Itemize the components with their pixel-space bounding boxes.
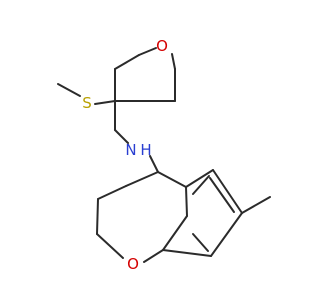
atom-nitrogen: N <box>125 141 136 159</box>
bond-c8-methyl <box>241 196 271 214</box>
atom-hydrogen: H <box>140 141 151 159</box>
bond-c5-c5a <box>157 171 187 188</box>
bond-c6-c5a <box>185 169 214 188</box>
bond-thp-c3a-c2a <box>114 54 140 70</box>
bond-c5-c4 <box>125 171 159 187</box>
structure-canvas: O S N H O <box>57 37 271 273</box>
bond-s-methyl <box>57 83 81 97</box>
bond-thp-c2a-o <box>138 47 157 56</box>
bond-c7-c6 <box>212 169 243 214</box>
bond-aromatic-inner-3 <box>192 233 209 252</box>
bond-aromatic-inner-2 <box>209 177 235 213</box>
atom-oxygen-thp: O <box>156 37 168 55</box>
bond-c8-c7 <box>210 212 243 257</box>
bond-o1-c9a <box>143 249 164 263</box>
bond-thp-o-c2b <box>171 53 176 70</box>
bond-ch2-n <box>114 129 129 144</box>
bond-c2-o1 <box>96 233 124 259</box>
bond-n-c5 <box>149 155 159 173</box>
molecule-drawing: O S N H O <box>57 37 271 273</box>
bond-c9a-c9 <box>162 215 188 251</box>
atom-oxygen-oxepane: O <box>127 255 139 273</box>
bond-c9-c8 <box>162 249 212 257</box>
bond-c3-c2 <box>96 198 99 235</box>
bond-aromatic-inner-1 <box>192 175 210 195</box>
bond-c4-s <box>94 100 116 105</box>
bond-c5a-c9a <box>185 186 188 217</box>
atom-sulfur: S <box>82 94 92 112</box>
bond-c4-c3 <box>97 185 127 200</box>
